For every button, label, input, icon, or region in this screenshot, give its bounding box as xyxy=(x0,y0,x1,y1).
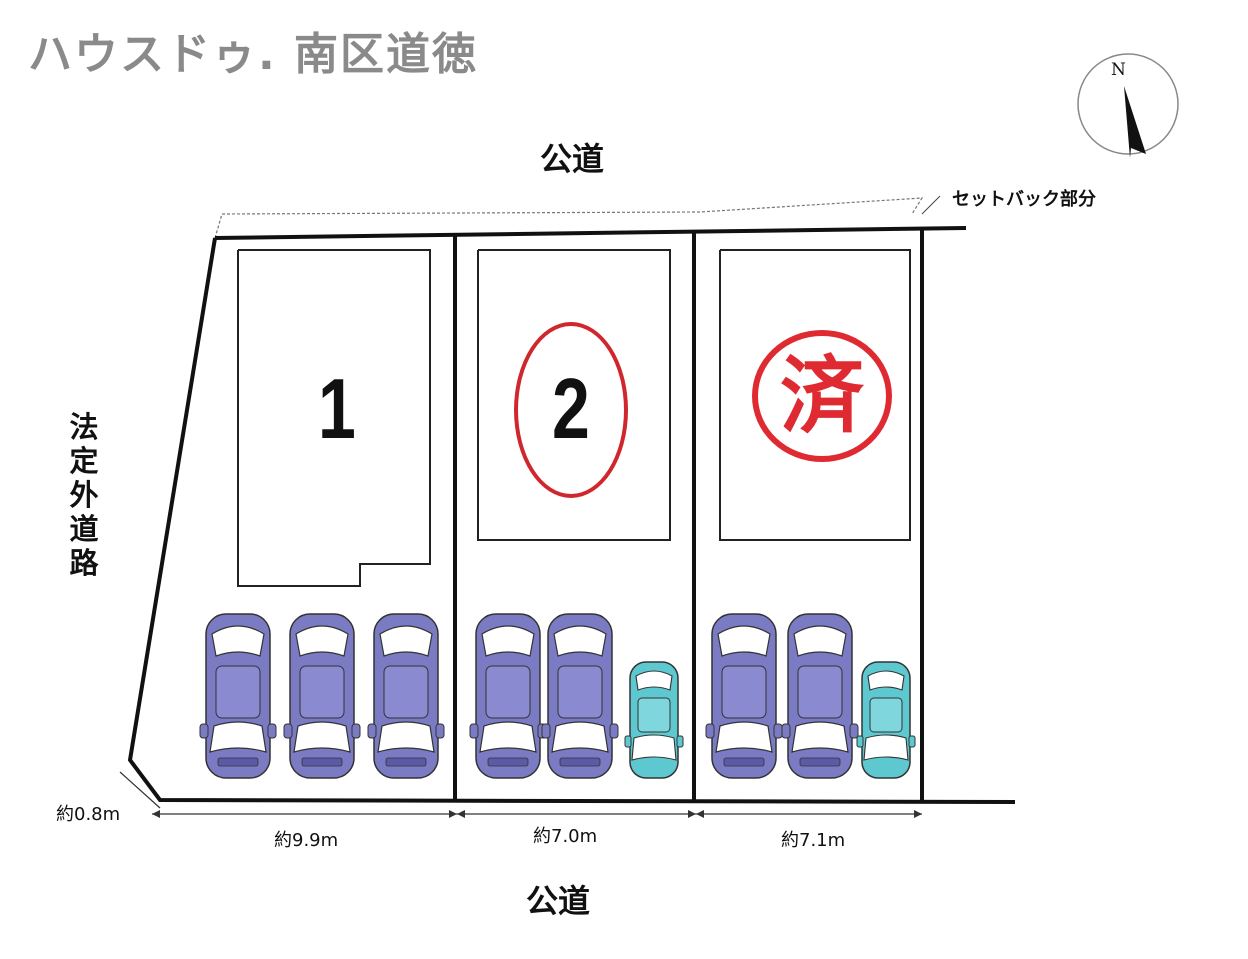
setback-label: セットバック部分 xyxy=(952,189,1096,210)
frontage-lot2: 約7.0m xyxy=(533,826,598,847)
car-lot3-a xyxy=(705,613,783,779)
setback-leader xyxy=(921,195,941,215)
frontage-lot1: 約9.9m xyxy=(274,830,339,851)
west-road-label: 法定外道路 xyxy=(69,410,99,580)
frontage-lot3: 約7.1m xyxy=(781,830,846,851)
car-lot2-b xyxy=(541,613,619,779)
house-footprint-1 xyxy=(237,249,431,587)
car-lot1-c xyxy=(367,613,445,779)
south-road-label: 公道 xyxy=(526,882,591,920)
corner-dimension: 約0.8m xyxy=(56,804,121,825)
car-lot2-compact xyxy=(624,661,684,779)
car-lot3-compact xyxy=(856,661,916,779)
watermark: ハウスドゥ. 南区道徳 xyxy=(28,29,479,80)
highlight-circle-lot2 xyxy=(514,322,628,498)
sold-stamp: 済 xyxy=(752,330,892,462)
car-lot1-a xyxy=(199,613,277,779)
sold-stamp-text: 済 xyxy=(779,347,864,445)
setback-strip xyxy=(214,197,924,239)
lot-number-2: 2 xyxy=(552,361,590,457)
dim-line-corner xyxy=(119,771,161,809)
car-lot3-b xyxy=(781,613,859,779)
house-footprint-2 xyxy=(477,249,671,541)
west-south-boundary xyxy=(127,237,1016,804)
north-road-label: 公道 xyxy=(540,140,605,178)
compass-needle xyxy=(1124,86,1146,158)
north-boundary xyxy=(214,226,967,240)
lot-number-1: 1 xyxy=(318,361,356,457)
car-lot2-a xyxy=(469,613,547,779)
house-footprint-3 xyxy=(719,249,911,541)
compass-north-label: N xyxy=(1111,60,1126,80)
car-lot1-b xyxy=(283,613,361,779)
